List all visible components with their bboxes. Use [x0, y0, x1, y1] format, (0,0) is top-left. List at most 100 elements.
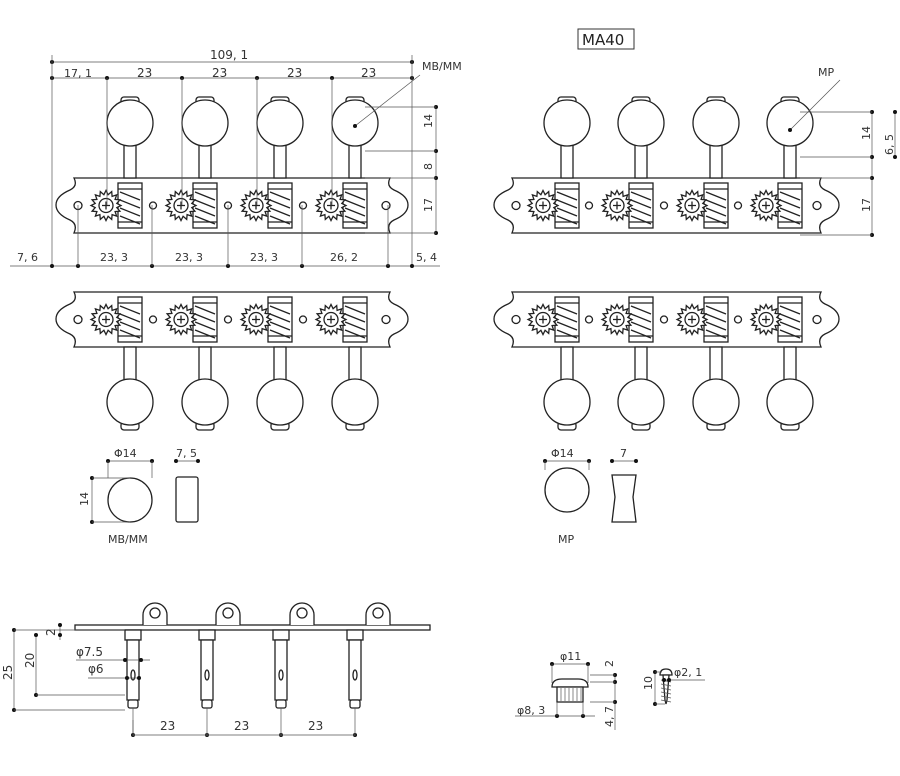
- mount-hole: [659, 201, 669, 210]
- dim: 23: [308, 719, 323, 733]
- worm-thread: [194, 191, 216, 201]
- worm-thread: [119, 305, 141, 315]
- screw-shank: [662, 674, 670, 705]
- worm-thread: [556, 305, 578, 315]
- worm-thread: [556, 313, 578, 323]
- dim: φ11: [560, 650, 581, 663]
- ear-hole: [372, 607, 384, 619]
- dimension-dot: [610, 459, 614, 463]
- dim: 25: [1, 665, 15, 680]
- string-hole: [352, 669, 358, 681]
- dimension-line: [660, 687, 672, 691]
- worm-thread: [269, 313, 291, 323]
- screw-cross: [539, 315, 547, 324]
- shaft: [123, 144, 137, 179]
- dim: 23, 3: [250, 251, 278, 264]
- mount-hole: [381, 314, 391, 325]
- worm-thread: [556, 207, 578, 217]
- shaft: [560, 346, 574, 381]
- shaft: [273, 346, 287, 381]
- dim: 20: [23, 653, 37, 668]
- dimension-dot: [788, 128, 792, 132]
- knob: [106, 99, 154, 147]
- dimension-dot: [667, 678, 671, 682]
- worm-thread: [779, 321, 801, 331]
- post-bushing: [272, 629, 290, 641]
- screw-cross: [613, 315, 621, 324]
- dimension-dot: [123, 658, 127, 662]
- worm-thread: [779, 207, 801, 217]
- dim: 5, 4: [416, 251, 437, 264]
- knob: [766, 99, 814, 147]
- screw-cross: [327, 315, 335, 324]
- worm-thread: [705, 199, 727, 209]
- mount-hole: [659, 315, 669, 324]
- string-hole: [278, 669, 284, 681]
- worm-thread: [269, 215, 291, 225]
- knob: [331, 378, 379, 426]
- mount-hole: [733, 315, 743, 324]
- callout-mbmm: MB/MM: [422, 60, 462, 73]
- dimension-dot: [353, 124, 357, 128]
- dim: 14: [860, 126, 873, 140]
- screw-cross: [539, 201, 547, 210]
- dimension-dot: [58, 623, 62, 627]
- dim: 23, 3: [175, 251, 203, 264]
- post-end: [201, 699, 213, 709]
- dimension-dot: [662, 678, 666, 682]
- screw-cross: [102, 201, 110, 210]
- worm-thread: [705, 191, 727, 201]
- bushing-flange: [551, 678, 589, 688]
- shaft: [634, 346, 648, 381]
- worm-housing: [777, 182, 803, 229]
- worm-thread: [119, 321, 141, 331]
- shaft: [634, 144, 648, 179]
- worm-thread: [194, 215, 216, 225]
- knob: [766, 378, 814, 426]
- worm-thread: [556, 191, 578, 201]
- worm-thread: [779, 329, 801, 339]
- dimension-line: [660, 699, 672, 703]
- worm-thread: [269, 329, 291, 339]
- dimension-dot: [410, 264, 414, 268]
- worm-thread: [194, 329, 216, 339]
- worm-thread: [119, 191, 141, 201]
- worm-thread: [344, 329, 366, 339]
- dim: 14: [422, 114, 435, 128]
- dim: 7: [620, 447, 627, 460]
- dimension-dot: [634, 459, 638, 463]
- worm-thread: [344, 215, 366, 225]
- worm-thread: [705, 207, 727, 217]
- worm-thread: [119, 313, 141, 323]
- dim: 2: [44, 628, 58, 636]
- side-plate: [74, 624, 431, 631]
- dim: 2: [603, 660, 616, 667]
- mount-hole: [812, 314, 822, 325]
- dim: 17: [860, 198, 873, 212]
- shaft: [198, 144, 212, 179]
- dimension-line: [789, 79, 841, 131]
- dim: 17: [422, 198, 435, 212]
- worm-thread: [556, 329, 578, 339]
- dimension-line: [660, 695, 672, 699]
- dim: 14: [78, 492, 91, 506]
- dimension-dot: [139, 658, 143, 662]
- worm-thread: [119, 215, 141, 225]
- shaft: [348, 346, 362, 381]
- dim: 23: [361, 66, 376, 80]
- mount-hole: [733, 201, 743, 210]
- worm-thread: [269, 191, 291, 201]
- shaft: [783, 346, 797, 381]
- screw-cross: [688, 201, 696, 210]
- worm-thread: [630, 207, 652, 217]
- dim: φ6: [88, 662, 104, 676]
- worm-thread: [630, 199, 652, 209]
- worm-thread: [630, 191, 652, 201]
- knob: [692, 378, 740, 426]
- shaft: [198, 346, 212, 381]
- screw-cross: [177, 315, 185, 324]
- dim: 7, 6: [17, 251, 38, 264]
- knob: [543, 99, 591, 147]
- dim: 23, 3: [100, 251, 128, 264]
